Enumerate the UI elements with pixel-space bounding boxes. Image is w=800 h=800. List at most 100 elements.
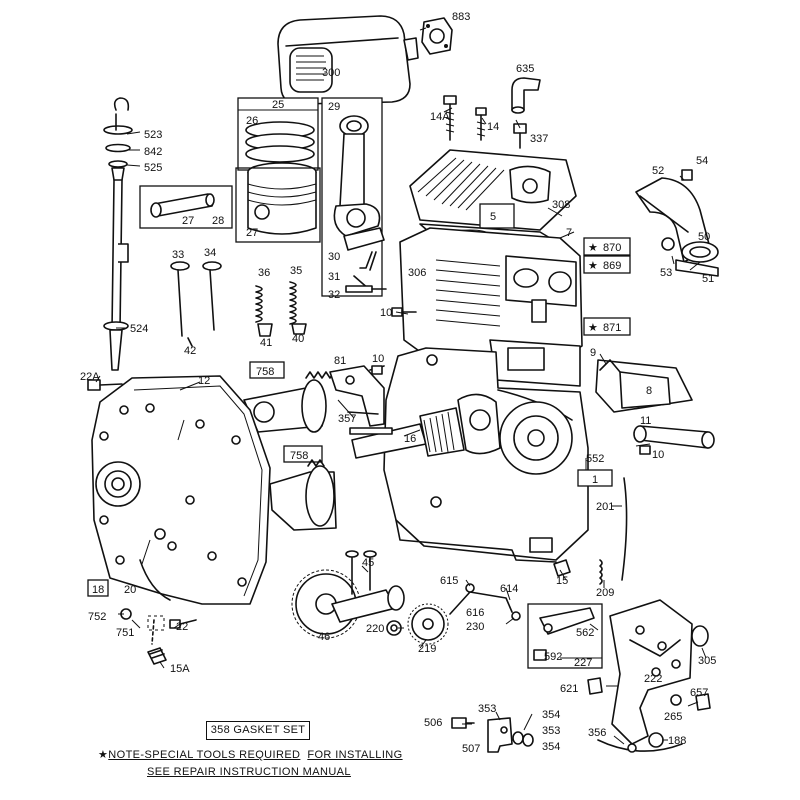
callout-188: 188 bbox=[668, 735, 686, 747]
callout-14: 14 bbox=[487, 121, 499, 133]
stop-switch-parts bbox=[451, 717, 534, 753]
callout-25: 25 bbox=[272, 99, 284, 111]
connecting-rod-box bbox=[321, 97, 387, 297]
breather-tube-11 bbox=[633, 425, 715, 449]
callout-614: 614 bbox=[500, 583, 518, 595]
callout-46: 46 bbox=[318, 631, 330, 643]
part-box-870 bbox=[583, 237, 631, 256]
callout-27b: 27 bbox=[246, 227, 258, 239]
part-box-1 bbox=[577, 469, 613, 487]
callout-20: 20 bbox=[124, 584, 136, 596]
callout-51: 51 bbox=[702, 273, 714, 285]
callout-5: 5 bbox=[490, 211, 496, 223]
callout-28: 28 bbox=[212, 215, 224, 227]
callout-29: 29 bbox=[328, 101, 340, 113]
callout-11: 11 bbox=[640, 415, 651, 427]
callout-337: 337 bbox=[530, 133, 548, 145]
callout-552: 552 bbox=[586, 453, 604, 465]
muffler-gasket bbox=[421, 17, 453, 55]
callout-50: 50 bbox=[698, 231, 710, 243]
leader-lines bbox=[95, 27, 707, 745]
callout-10a: 10 bbox=[380, 307, 392, 319]
callout-305: 305 bbox=[698, 655, 716, 667]
callout-22: 22 bbox=[176, 621, 188, 633]
callout-883: 883 bbox=[452, 11, 470, 23]
callout-52: 52 bbox=[652, 165, 664, 177]
crankcase-cover bbox=[91, 375, 271, 605]
callout-35: 35 bbox=[290, 265, 302, 277]
camshaft-gear bbox=[291, 569, 405, 639]
oil-slinger bbox=[386, 603, 449, 645]
piston-pin-box bbox=[139, 185, 233, 229]
callout-18: 18 bbox=[92, 584, 104, 596]
callout-758a: 758 bbox=[256, 366, 274, 378]
callout-41: 41 bbox=[260, 337, 272, 349]
callout-621: 621 bbox=[560, 683, 578, 695]
callout-635: 635 bbox=[516, 63, 534, 75]
air-guide bbox=[595, 359, 693, 413]
part-box-869 bbox=[583, 255, 631, 274]
callout-8: 8 bbox=[646, 385, 652, 397]
callout-209: 209 bbox=[596, 587, 614, 599]
callout-507: 507 bbox=[462, 743, 480, 755]
drain-plug bbox=[147, 615, 167, 665]
callout-26: 26 bbox=[246, 115, 258, 127]
callout-354b: 354 bbox=[542, 741, 560, 753]
callout-27a: 27 bbox=[182, 215, 194, 227]
callout-42: 42 bbox=[184, 345, 196, 357]
callout-1: 1 bbox=[592, 474, 598, 486]
small-bolts bbox=[87, 307, 651, 629]
callout-22A: 22A bbox=[80, 371, 100, 383]
callout-616: 616 bbox=[466, 607, 484, 619]
piston bbox=[247, 162, 317, 235]
callout-523: 523 bbox=[144, 129, 162, 141]
part-box-871 bbox=[583, 317, 631, 336]
callout-15A: 15A bbox=[170, 663, 190, 675]
muffler bbox=[277, 15, 419, 105]
callout-506: 506 bbox=[424, 717, 442, 729]
callout-869-star: ★ bbox=[588, 260, 598, 272]
callout-562: 562 bbox=[576, 627, 594, 639]
callout-222: 222 bbox=[644, 673, 662, 685]
valves bbox=[170, 261, 222, 337]
callout-14A: 14A bbox=[430, 111, 450, 123]
callout-524: 524 bbox=[130, 323, 148, 335]
control-bracket bbox=[609, 599, 709, 745]
callout-54: 54 bbox=[696, 155, 708, 167]
callout-657: 657 bbox=[690, 687, 708, 699]
spring-209 bbox=[599, 559, 603, 585]
crankcase bbox=[383, 347, 589, 563]
callout-751: 751 bbox=[116, 627, 134, 639]
callout-758b: 758 bbox=[290, 450, 308, 462]
callout-353a: 353 bbox=[478, 703, 496, 715]
callout-353b: 353 bbox=[542, 725, 560, 737]
callout-81: 81 bbox=[334, 355, 346, 367]
callout-10c: 10 bbox=[652, 449, 664, 461]
callout-227: 227 bbox=[574, 657, 592, 669]
breather-tube bbox=[511, 77, 541, 114]
callout-12: 12 bbox=[198, 375, 210, 387]
callout-592: 592 bbox=[544, 651, 562, 663]
head-bolts bbox=[443, 95, 527, 149]
callout-16: 16 bbox=[404, 433, 416, 445]
callout-869: 869 bbox=[603, 260, 621, 272]
callout-10b: 10 bbox=[372, 353, 384, 365]
callout-53: 53 bbox=[660, 267, 672, 279]
governor-assembly-upper bbox=[243, 361, 335, 433]
callout-30: 30 bbox=[328, 251, 340, 263]
callout-40: 40 bbox=[292, 333, 304, 345]
callout-871-star: ★ bbox=[588, 322, 598, 334]
dipstick-tube bbox=[103, 97, 133, 371]
intake-elbow bbox=[635, 169, 719, 277]
callout-45: 45 bbox=[362, 557, 374, 569]
callout-356: 356 bbox=[588, 727, 606, 739]
callout-870: 870 bbox=[603, 242, 621, 254]
control-lever-box bbox=[527, 603, 603, 669]
part-box-18 bbox=[87, 579, 109, 597]
callout-357: 357 bbox=[338, 413, 356, 425]
callout-220: 220 bbox=[366, 623, 384, 635]
callout-300: 300 bbox=[322, 67, 340, 79]
tappets bbox=[345, 550, 377, 595]
